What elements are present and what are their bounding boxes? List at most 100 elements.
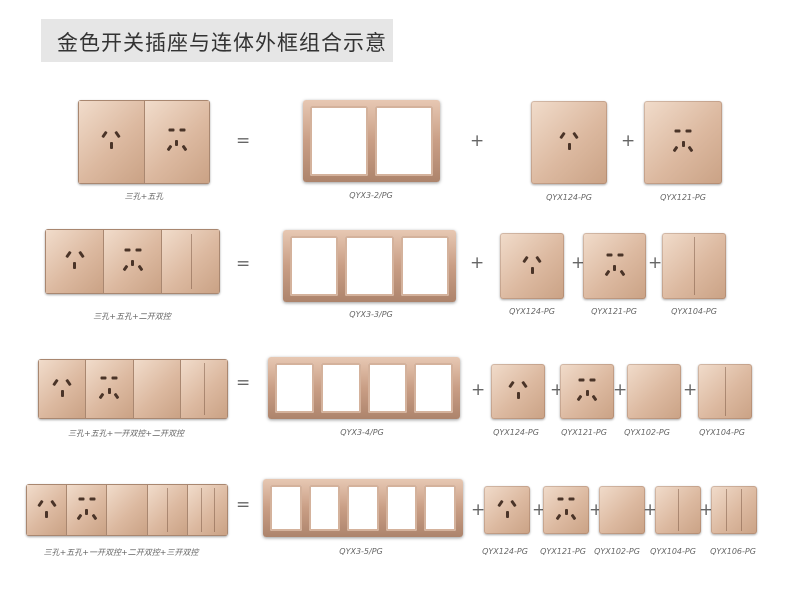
frame-opening	[400, 236, 449, 296]
five-pin-socket	[144, 101, 209, 183]
part-caption: QYX102-PG	[624, 428, 670, 437]
five-pin-socket-panel	[644, 101, 722, 184]
two-gang-switch	[147, 485, 187, 535]
part-caption: QYX102-PG	[594, 547, 640, 556]
five-pin-socket-icon	[76, 496, 98, 522]
outer-frame	[283, 230, 456, 302]
frame-opening	[413, 363, 453, 413]
part-caption: QYX104-PG	[671, 307, 717, 316]
part-caption: QYX124-PG	[493, 428, 539, 437]
part-caption: QYX124-PG	[482, 547, 528, 556]
five-pin-socket-icon	[98, 375, 120, 401]
frame-opening	[290, 236, 339, 296]
five-pin-socket-icon	[604, 252, 626, 278]
two-gang-switch	[162, 230, 219, 293]
five-pin-socket	[67, 485, 107, 535]
frame-opening	[347, 485, 379, 531]
five-pin-socket-panel	[560, 364, 614, 419]
page-title: 金色开关插座与连体外框组合示意	[57, 31, 387, 55]
plus-sign: +	[621, 131, 636, 151]
combo-assembly	[38, 359, 228, 419]
three-pin-socket-icon	[497, 499, 517, 519]
five-pin-socket	[104, 230, 161, 293]
three-pin-socket	[79, 101, 144, 183]
three-pin-socket-panel	[500, 233, 564, 299]
one-gang-switch	[107, 485, 147, 535]
part-caption: QYX104-PG	[699, 428, 745, 437]
combo-caption: 三孔+五孔+一开双控+二开双控+三开双控	[43, 548, 199, 557]
three-pin-socket	[27, 485, 67, 535]
part-caption: QYX121-PG	[561, 428, 607, 437]
outer-frame	[303, 100, 440, 182]
three-pin-socket-panel	[531, 101, 607, 184]
five-pin-socket-panel	[543, 486, 589, 534]
three-pin-socket-icon	[101, 131, 121, 150]
combo-assembly	[45, 229, 220, 294]
three-pin-socket-panel	[491, 364, 545, 419]
one-gang-switch-panel	[627, 364, 681, 419]
equals-sign: =	[236, 131, 251, 151]
combo-caption: 三孔+五孔	[124, 192, 164, 201]
frame-opening	[345, 236, 394, 296]
five-pin-socket-icon	[672, 128, 694, 154]
two-gang-switch-panel	[655, 486, 701, 534]
frame-opening	[375, 106, 433, 176]
plus-sign: +	[471, 500, 486, 520]
plus-sign: +	[613, 380, 628, 400]
combo-assembly	[26, 484, 228, 536]
equals-sign: =	[236, 495, 251, 515]
plus-sign: +	[571, 253, 586, 273]
frame-opening	[310, 106, 368, 176]
plus-sign: +	[532, 500, 547, 520]
two-gang-switch	[180, 360, 227, 418]
plus-sign: +	[648, 253, 663, 273]
three-gang-switch-panel	[711, 486, 757, 534]
plus-sign: +	[699, 500, 714, 520]
plus-sign: +	[470, 131, 485, 151]
part-caption: QYX121-PG	[591, 307, 637, 316]
part-caption: QYX106-PG	[710, 547, 756, 556]
equals-sign: =	[236, 254, 251, 274]
plus-sign: +	[683, 380, 698, 400]
three-pin-socket	[39, 360, 86, 418]
three-pin-socket	[46, 230, 103, 293]
three-pin-socket-panel	[484, 486, 530, 534]
frame-caption: QYX3-2/PG	[349, 191, 393, 200]
five-pin-socket-icon	[576, 377, 598, 403]
part-caption: QYX104-PG	[650, 547, 696, 556]
frame-opening	[424, 485, 456, 531]
part-caption: QYX124-PG	[546, 193, 592, 202]
plus-sign: +	[471, 380, 486, 400]
frame-opening	[367, 363, 407, 413]
part-caption: QYX121-PG	[540, 547, 586, 556]
frame-opening	[321, 363, 361, 413]
outer-frame	[263, 479, 463, 537]
three-gang-switch	[187, 485, 228, 535]
frame-caption: QYX3-5/PG	[339, 547, 383, 556]
plus-sign: +	[470, 253, 485, 273]
frame-opening	[275, 363, 315, 413]
title-banner: 金色开关插座与连体外框组合示意	[41, 19, 393, 62]
five-pin-socket-panel	[583, 233, 646, 299]
three-pin-socket-icon	[64, 251, 85, 270]
three-pin-socket-icon	[522, 255, 542, 274]
three-pin-socket-icon	[508, 381, 528, 400]
combo-assembly	[78, 100, 210, 184]
three-pin-socket-icon	[559, 131, 579, 150]
five-pin-socket-icon	[122, 247, 144, 273]
frame-opening	[308, 485, 341, 531]
plus-sign: +	[643, 500, 658, 520]
two-gang-switch-panel	[698, 364, 752, 419]
equals-sign: =	[236, 373, 251, 393]
outer-frame	[268, 357, 460, 419]
frame-opening	[270, 485, 302, 531]
five-pin-socket-icon	[166, 127, 188, 153]
combo-caption: 三孔+五孔+二开双控	[93, 312, 171, 321]
frame-caption: QYX3-4/PG	[340, 428, 384, 437]
part-caption: QYX121-PG	[660, 193, 706, 202]
three-pin-socket-icon	[52, 378, 72, 397]
frame-caption: QYX3-3/PG	[349, 310, 393, 319]
one-gang-switch-panel	[599, 486, 645, 534]
one-gang-switch	[133, 360, 180, 418]
combo-caption: 三孔+五孔+一开双控+二开双控	[67, 429, 185, 438]
